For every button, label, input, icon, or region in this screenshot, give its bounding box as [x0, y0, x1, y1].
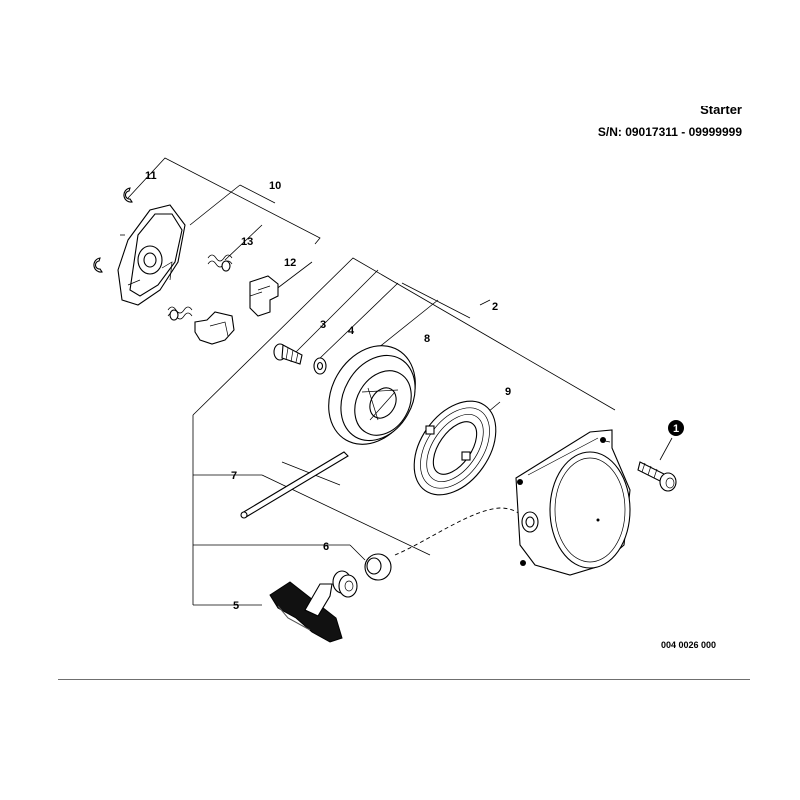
- callout-2: 2: [492, 301, 498, 313]
- leader-lines: [120, 157, 673, 606]
- spring-upper: [207, 254, 233, 272]
- recoil-spring: [413, 400, 497, 496]
- callout-10: 10: [269, 180, 281, 192]
- callout-4: 4: [348, 325, 355, 337]
- pawl-lower: [194, 311, 235, 345]
- bottom-divider: [58, 679, 750, 680]
- callout-1: 1: [673, 423, 679, 435]
- callout-6: 6: [323, 541, 329, 553]
- serial-number-range: S/N: 09017311 - 09999999: [597, 125, 742, 139]
- callout-labels: 11 10 13 12 2 3 4 8 9 7 6 5 1: [145, 170, 684, 612]
- rope-bushing: [364, 553, 392, 581]
- starter-housing: [515, 429, 631, 576]
- rope-pulley: [328, 345, 416, 445]
- callout-7: 7: [231, 470, 237, 482]
- figure-code: 004 0026 000: [661, 640, 717, 650]
- callout-11: 11: [145, 170, 157, 182]
- pawl-upper: [249, 275, 279, 317]
- callout-3: 3: [320, 319, 326, 331]
- callout-8: 8: [424, 333, 430, 345]
- callout-12: 12: [284, 257, 296, 269]
- callout-9: 9: [505, 386, 511, 398]
- spring-lower: [167, 306, 193, 321]
- pawl-carrier: [117, 204, 186, 306]
- page-title: Starter: [700, 106, 742, 117]
- callout-1-marker: 1: [668, 420, 684, 436]
- callout-13: 13: [241, 236, 253, 248]
- housing-screw: [637, 461, 677, 492]
- starter-rope: [240, 451, 349, 519]
- callout-5: 5: [233, 600, 239, 612]
- e-clip-lower: [93, 257, 103, 273]
- screw: [273, 343, 303, 365]
- starter-grip: [269, 570, 358, 643]
- washer: [313, 357, 327, 375]
- e-clip-upper: [123, 187, 133, 203]
